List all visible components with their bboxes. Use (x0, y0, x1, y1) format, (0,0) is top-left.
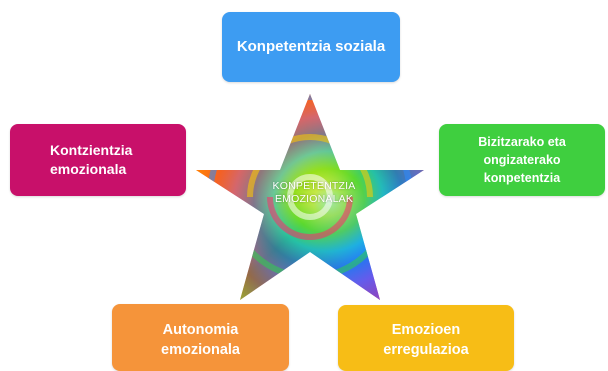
node-label-line2: ongizaterako (483, 152, 561, 167)
center-title-line2: EMOZIONALAK (274, 193, 354, 206)
node-label-line2: emozionala (161, 341, 240, 358)
node-konpetentzia-soziala: Konpetentzia soziala (222, 12, 400, 82)
center-title-line1: KONPETENTZIA (272, 180, 356, 192)
node-label-line1: Emozioen (391, 322, 461, 338)
node-kontzientzia-emozionala: Kontzientzia emozionala (10, 124, 186, 196)
node-label-line2: emozionala (50, 161, 127, 177)
node-emozioen-erregulazioa: Emozioen erregulazioa (338, 305, 514, 371)
star-icon (196, 94, 424, 300)
node-label-line3: konpetentzia (483, 171, 561, 186)
node-bizitzarako-konpetentzia: Bizitzarako eta ongizaterako konpetentzi… (439, 124, 605, 196)
center-title: KONPETENTZIA EMOZIONALAK (254, 180, 374, 206)
node-label: Konpetentzia soziala (236, 37, 386, 55)
center-star: KONPETENTZIA EMOZIONALAK (194, 92, 426, 302)
node-label-line2: erregulazioa (383, 341, 469, 358)
node-label-line1: Bizitzarako eta (478, 134, 566, 149)
node-label-line1: Kontzientzia (50, 142, 133, 159)
node-label-line1: Autonomia (162, 322, 239, 338)
node-autonomia-emozionala: Autonomia emozionala (112, 304, 289, 371)
